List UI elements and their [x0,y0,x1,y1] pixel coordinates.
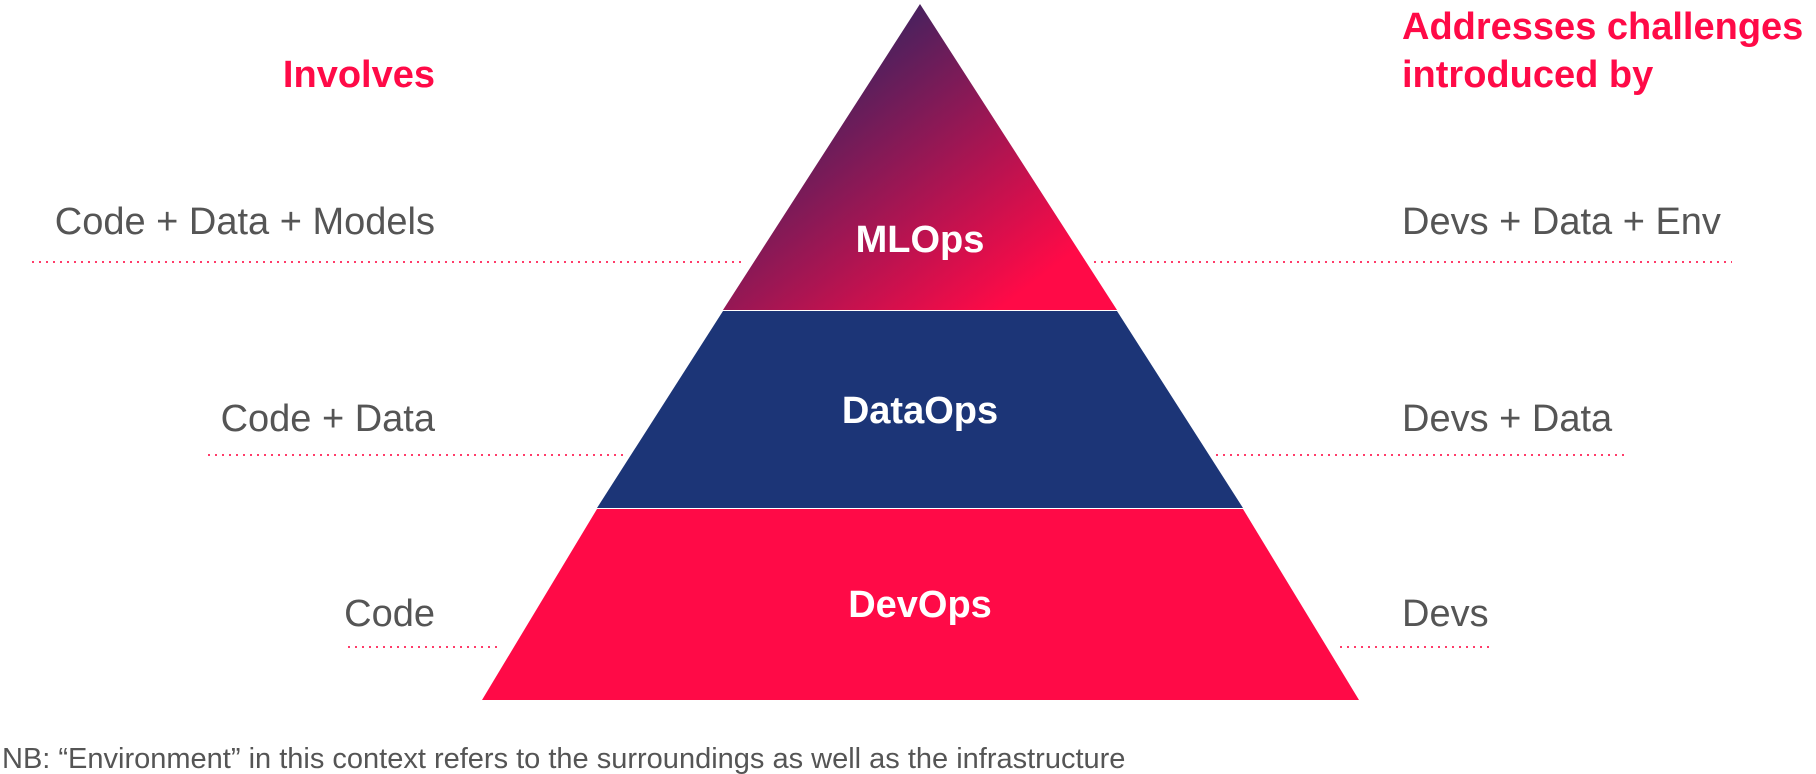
tier-label-mlops: MLOps [856,219,985,261]
dataops-tier [597,311,1243,508]
header-involves: Involves [283,54,435,96]
involves-dataops: Code + Data [221,398,436,440]
header-addresses-line-2: introduced by [1402,54,1653,96]
involves-mlops: Code + Data + Models [55,201,435,243]
tier-label-devops: DevOps [848,584,992,626]
footnote: NB: “Environment” in this context refers… [2,743,1125,774]
devops-tier [482,509,1359,700]
addresses-devops: Devs [1402,593,1489,635]
addresses-mlops: Devs + Data + Env [1402,201,1721,243]
header-addresses: Addresses challenges introduced by [1402,6,1814,96]
addresses-dataops: Devs + Data [1402,398,1613,440]
mlops-tier [723,4,1117,310]
header-addresses-line-1: Addresses challenges [1402,6,1803,48]
tier-label-dataops: DataOps [842,390,998,432]
involves-devops: Code [344,593,435,635]
